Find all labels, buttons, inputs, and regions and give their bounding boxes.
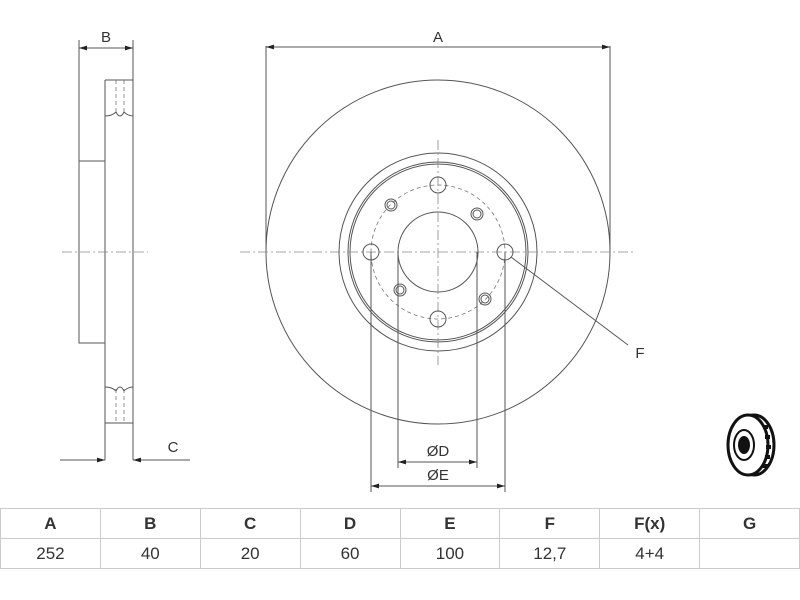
header-d: D xyxy=(299,508,401,539)
leader-f xyxy=(510,256,629,346)
table-header-row: A B C D E F F(x) G xyxy=(0,508,800,539)
label-b: B xyxy=(101,29,111,46)
bolt-holes xyxy=(362,176,514,328)
label-c: C xyxy=(168,439,179,456)
header-a: A xyxy=(0,508,101,539)
header-fx: F(x) xyxy=(599,508,701,539)
value-e: 100 xyxy=(399,538,501,569)
side-view: B C xyxy=(60,29,190,463)
value-a: 252 xyxy=(0,538,101,569)
header-f: F xyxy=(499,508,601,539)
brake-disc-thumbnail-icon xyxy=(726,413,776,477)
value-g xyxy=(699,538,800,569)
value-fx: 4+4 xyxy=(599,538,701,569)
table-values-row: 252 40 20 60 100 12,7 4+4 xyxy=(0,538,800,569)
header-b: B xyxy=(99,508,201,539)
value-c: 20 xyxy=(199,538,301,569)
label-a: A xyxy=(433,29,443,46)
value-d: 60 xyxy=(299,538,401,569)
label-e: ØE xyxy=(427,467,449,484)
header-g: G xyxy=(699,508,800,539)
label-d: ØD xyxy=(427,443,450,460)
value-b: 40 xyxy=(99,538,201,569)
front-view: A ØD ØE F xyxy=(240,29,645,492)
label-f: F xyxy=(635,345,644,362)
header-c: C xyxy=(199,508,301,539)
header-e: E xyxy=(399,508,501,539)
dimensions-table: A B C D E F F(x) G 252 40 20 60 100 12,7… xyxy=(0,508,800,569)
value-f: 12,7 xyxy=(499,538,601,569)
